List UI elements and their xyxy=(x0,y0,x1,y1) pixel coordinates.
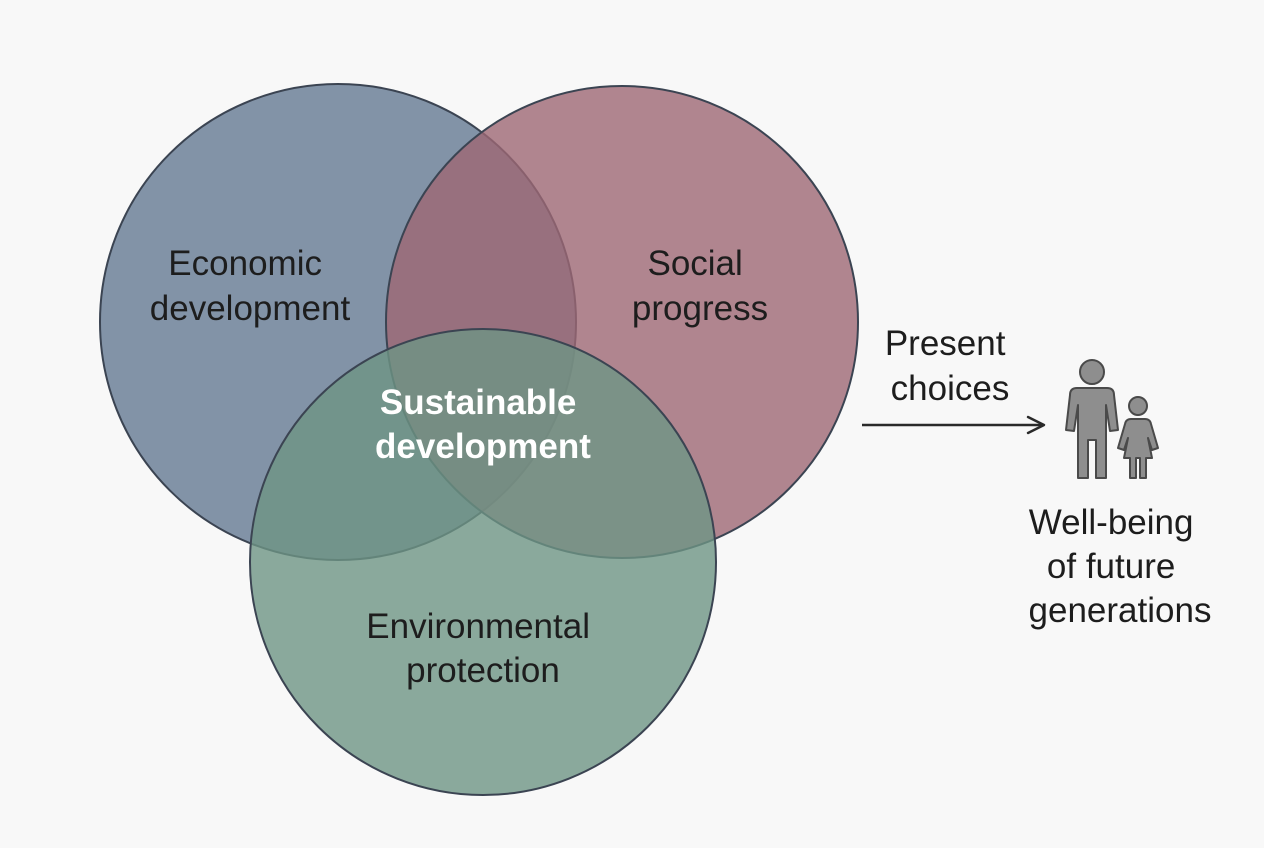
environmental-circle xyxy=(249,328,717,796)
social-label-line2: progress xyxy=(632,289,768,328)
social-label: Social progress xyxy=(632,244,768,328)
environmental-label-line2: protection xyxy=(406,651,560,690)
outcome-label-line2: of future xyxy=(1047,547,1175,586)
environmental-label-line1: Environmental xyxy=(366,607,590,646)
outcome-label-line3: generations xyxy=(1029,591,1212,630)
environmental-label: Environmental protection xyxy=(366,607,599,690)
economic-label-line1: Economic xyxy=(168,244,322,283)
economic-label: Economic development xyxy=(150,244,351,328)
economic-label-line2: development xyxy=(150,289,351,328)
arrow-label-line1: Present xyxy=(885,324,1006,363)
center-label: Sustainable development xyxy=(375,383,591,466)
arrow-label-line2: choices xyxy=(891,369,1010,408)
outcome-label: Well-being of future generations xyxy=(1029,503,1212,630)
arrow-label: Present choices xyxy=(885,324,1015,408)
adult-and-child-icon xyxy=(1065,359,1159,479)
social-label-line1: Social xyxy=(647,244,742,283)
outcome-label-line1: Well-being xyxy=(1029,503,1194,542)
center-label-line1: Sustainable xyxy=(380,383,576,422)
center-label-line2: development xyxy=(375,427,591,466)
